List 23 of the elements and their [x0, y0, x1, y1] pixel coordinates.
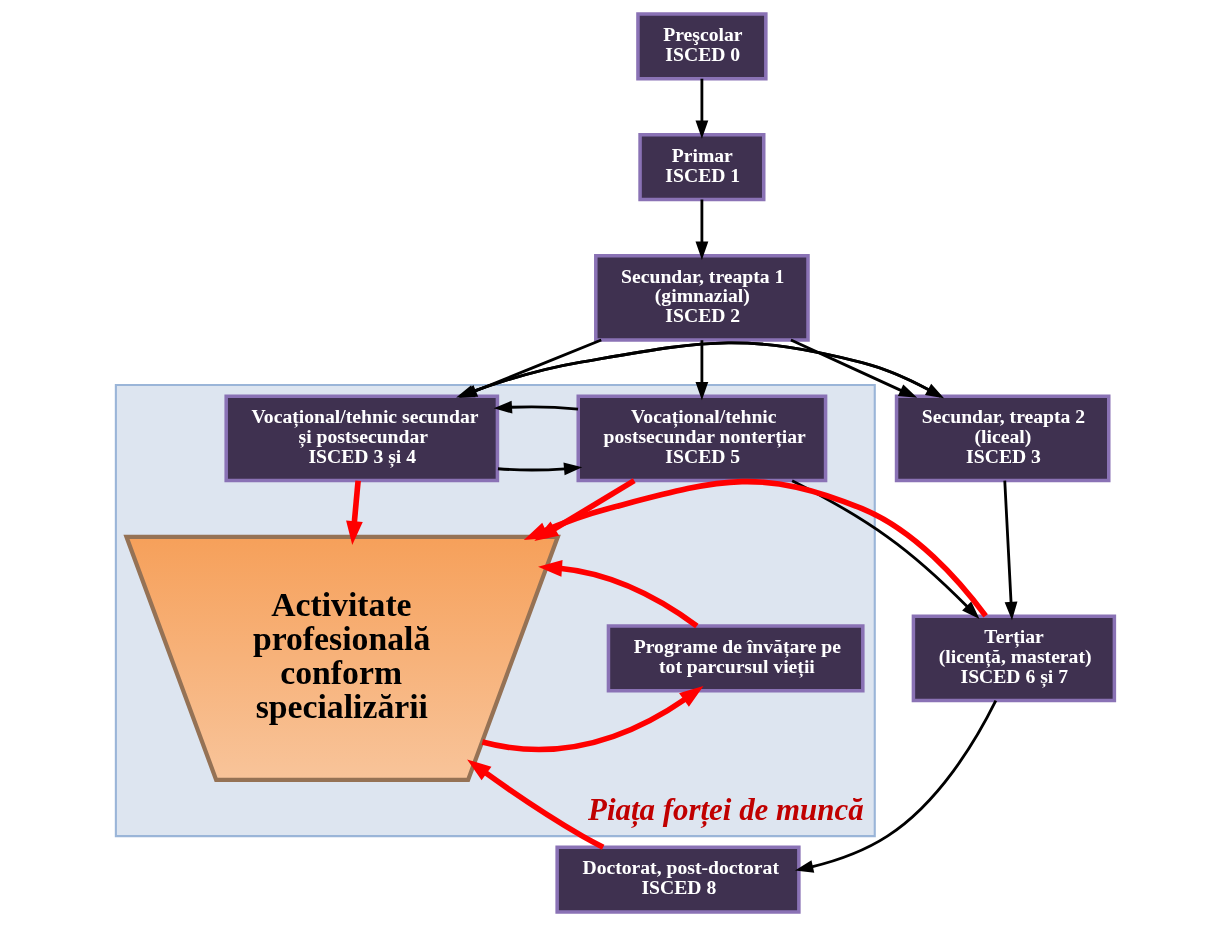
node-box: Doctorat, post-doctorat ISCED 8 [555, 845, 801, 914]
node-box: Secundar, treapta 2 (liceal) ISCED 3 [894, 394, 1111, 483]
node-box: Terțiar (licență, masterat) ISCED 6 și 7 [911, 614, 1117, 703]
arrow [538, 559, 699, 629]
arrow [695, 199, 709, 260]
arrow [523, 478, 988, 618]
node-box: Vocațional/tehnic secundar și postsecundar ISCED 3 și 4 [224, 394, 500, 483]
arrow [1003, 480, 1018, 621]
arrow [790, 338, 918, 398]
node-box: Vocațional/tehnic postsecundar nonterțiar ISCED 5 [576, 394, 828, 483]
arrow [791, 479, 980, 620]
arrow [497, 462, 583, 476]
node-box: Primar ISCED 1 [638, 133, 766, 202]
arrow [493, 400, 579, 414]
arrow [695, 78, 709, 139]
arrow [346, 480, 363, 546]
arrow [795, 699, 998, 873]
node-box: Programe de învățare pe tot parcursul vieții [606, 624, 865, 693]
node-box: Preşcolar ISCED 0 [636, 12, 768, 81]
node-box: Secundar, treapta 1 (gimnazial) ISCED 2 [594, 253, 810, 342]
arrow [467, 759, 605, 850]
arrow [481, 686, 704, 753]
arrow [695, 340, 709, 401]
